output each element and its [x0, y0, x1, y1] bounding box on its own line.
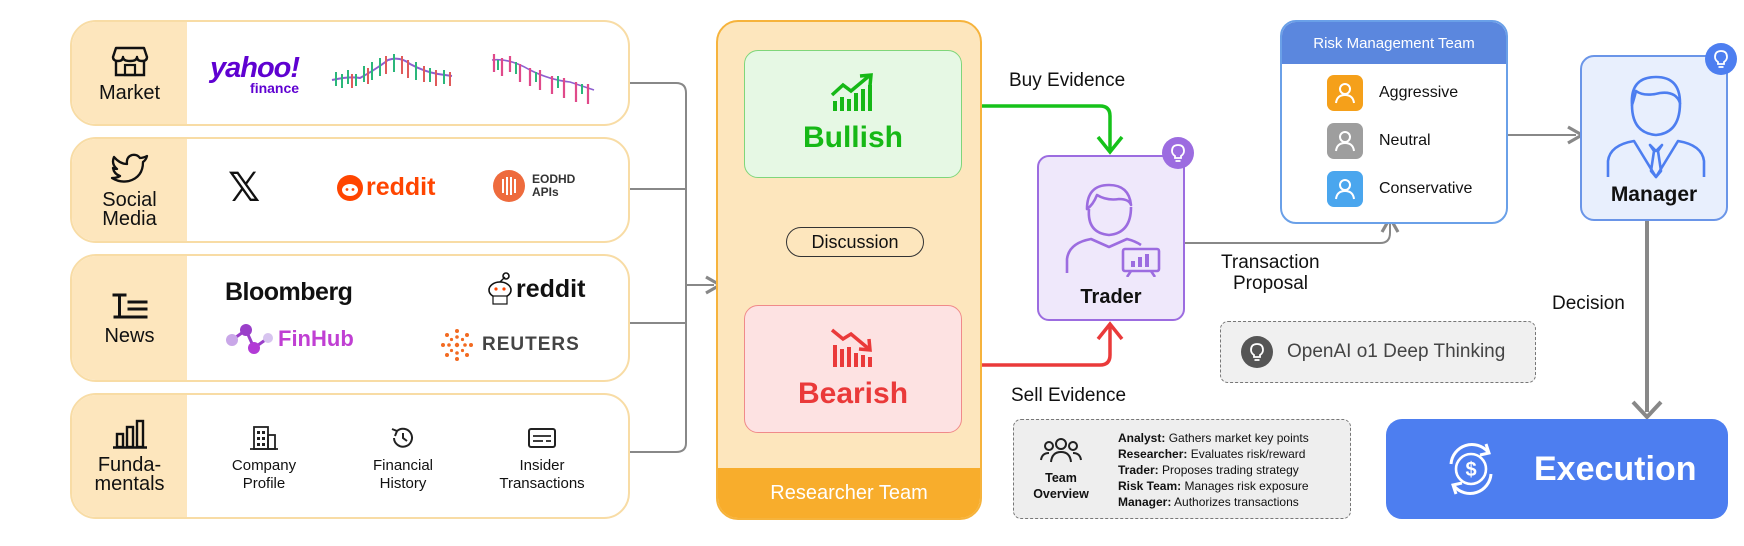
reuters-logo: REUTERS: [440, 328, 580, 362]
bearish-chart-icon: [830, 328, 872, 367]
overview-line: Trader: Proposes trading strategy: [1118, 463, 1299, 477]
market-category: Market: [72, 22, 187, 124]
insider-transactions-item: Insider Transactions: [487, 425, 597, 493]
manager-box: Manager: [1580, 43, 1737, 221]
market-source-panel: Market yahoo! finance: [70, 20, 630, 126]
bullish-chart-icon: [830, 73, 873, 111]
overview-line: Risk Team: Manages risk exposure: [1118, 479, 1309, 493]
sell-evidence-arrow: [964, 327, 1112, 367]
bloomberg-logo: Bloomberg: [225, 278, 353, 306]
proposal-arrow: [1185, 214, 1400, 244]
eodhd-icon: [493, 170, 525, 202]
trader-person-icon: [1065, 183, 1161, 277]
risk-member-conservative: Conservative: [1327, 171, 1472, 207]
yahoo-finance-logo: yahoo! finance: [210, 52, 300, 96]
overview-line: Manager: Authorizes transactions: [1118, 495, 1299, 509]
trader-label: Trader: [1080, 286, 1142, 308]
execution-label: Execution: [1534, 449, 1697, 488]
bullish-box: Bullish: [744, 50, 962, 178]
bullish-label: Bullish: [802, 121, 903, 154]
newspaper-icon: [112, 293, 147, 318]
team-overview-lines: Analyst: Gathers market key points Resea…: [1118, 430, 1309, 510]
researcher-team-label: Researcher Team: [718, 468, 980, 518]
risk-management-panel: Risk Management Team Aggressive Neutral …: [1280, 20, 1508, 224]
execution-box: $ Execution: [1386, 419, 1728, 519]
risk-member-aggressive: Aggressive: [1327, 75, 1458, 111]
market-label: Market: [98, 81, 161, 104]
store-icon: [111, 46, 148, 76]
reddit-logo: reddit: [336, 173, 435, 202]
social-media-source-panel: Social Media 𝕏 reddit EODHD APIs: [70, 137, 630, 243]
fundamentals-category: Funda- mentals: [72, 395, 187, 517]
building-icon: [250, 426, 278, 450]
neutral-label: Neutral: [1379, 132, 1431, 149]
finhub-logo: FinHub: [224, 322, 354, 356]
source-connector: [630, 82, 687, 453]
insider-transactions-label: Insider Transactions: [499, 457, 585, 492]
finhub-icon: [226, 324, 273, 354]
researcher-team-panel: Bullish Discussion Bearish Researcher Te…: [716, 20, 982, 520]
dollar-exchange-icon: $: [1449, 443, 1493, 495]
risk-member-neutral: Neutral: [1327, 123, 1431, 159]
downtrend-chart-icon: [491, 54, 595, 104]
manager-person-icon: [1606, 75, 1706, 179]
conservative-label: Conservative: [1379, 180, 1473, 197]
financial-history-label: Financial History: [372, 457, 434, 492]
x-logo: 𝕏: [228, 166, 261, 210]
lightbulb-icon: [1162, 137, 1194, 169]
proposal-label: Proposal: [1233, 273, 1308, 294]
svg-text:$: $: [1465, 459, 1476, 481]
company-profile-item: Company Profile: [209, 425, 319, 493]
overview-line: Analyst: Gathers market key points: [1118, 431, 1309, 445]
news-source-panel: News Bloomberg reddit FinHub: [70, 254, 630, 382]
overview-line: Researcher: Evaluates risk/reward: [1118, 447, 1306, 461]
bearish-box: Bearish: [744, 305, 962, 433]
reddit-sub-icon: [488, 272, 512, 305]
reddit-sub-logo: reddit: [486, 272, 585, 306]
eodhd-logo: EODHD APIs: [492, 169, 575, 203]
discussion-badge: Discussion: [786, 227, 924, 257]
decision-label: Decision: [1552, 293, 1625, 314]
openai-deep-thinking-box: OpenAI o1 Deep Thinking: [1220, 321, 1536, 383]
conservative-avatar-icon: [1327, 171, 1363, 207]
team-overview-box: Team Overview Analyst: Gathers market ke…: [1013, 419, 1351, 519]
fundamentals-source-panel: Funda- mentals Company Profile Financial…: [70, 393, 630, 519]
reuters-icon: [441, 329, 473, 361]
transaction-label: Transaction: [1221, 252, 1320, 273]
history-clock-icon: [391, 427, 413, 448]
neutral-avatar-icon: [1327, 123, 1363, 159]
buy-evidence-label: Buy Evidence: [1009, 70, 1126, 91]
buy-evidence-arrow: [964, 104, 1112, 150]
openai-label: OpenAI o1 Deep Thinking: [1287, 341, 1506, 362]
trader-box: Trader: [1037, 137, 1194, 321]
team-icon: [1040, 438, 1082, 463]
reddit-alien-icon: [337, 174, 363, 201]
document-card-icon: [528, 428, 556, 448]
bearish-label: Bearish: [797, 377, 909, 410]
manager-label: Manager: [1610, 183, 1698, 206]
fundamentals-label: Funda- mentals: [94, 454, 165, 495]
twitter-bird-icon: [110, 153, 148, 183]
sell-evidence-label: Sell Evidence: [1011, 385, 1127, 406]
risk-team-title: Risk Management Team: [1282, 22, 1506, 64]
candlestick-chart-icon: [331, 54, 453, 88]
bar-chart-icon: [112, 419, 147, 449]
company-profile-label: Company Profile: [231, 457, 297, 492]
news-category: News: [72, 256, 187, 380]
lightbulb-icon: [1705, 43, 1737, 75]
aggressive-avatar-icon: [1327, 75, 1363, 111]
financial-history-item: Financial History: [348, 425, 458, 493]
social-media-label: Social Media: [102, 189, 157, 230]
team-overview-title: Team Overview: [1024, 434, 1098, 502]
news-label: News: [104, 324, 155, 347]
social-media-category: Social Media: [72, 139, 187, 241]
lightbulb-icon: [1241, 336, 1273, 368]
aggressive-label: Aggressive: [1379, 84, 1459, 101]
